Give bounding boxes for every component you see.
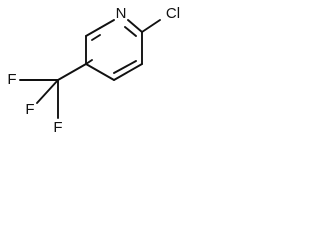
bond-c4-c3-b xyxy=(91,34,101,41)
atom-label-layer: N Cl F F F xyxy=(7,5,180,136)
bond-c4-c3-a xyxy=(85,27,101,37)
bond-c2-cl xyxy=(141,19,161,33)
bond-n-c2-b xyxy=(124,26,137,37)
atom-label-f-bottom-left: F xyxy=(25,101,34,118)
atom-label-cl: Cl xyxy=(166,5,180,22)
bond-c5-c5b xyxy=(85,59,93,65)
bond-c3-n xyxy=(99,19,115,29)
bond-c1-c6-a xyxy=(113,63,143,81)
chemical-structure: N Cl F F F xyxy=(7,5,180,136)
atom-label-f-bottom: F xyxy=(53,119,62,136)
bond-c5-cf3 xyxy=(57,63,87,81)
bond-layer xyxy=(19,19,161,119)
bond-n-c2-a xyxy=(127,19,143,33)
structure-canvas: N Cl F F F xyxy=(0,0,192,138)
atom-label-n: N xyxy=(116,5,127,22)
atom-label-f-left: F xyxy=(7,71,16,88)
bond-c6-c5 xyxy=(85,63,115,81)
bond-cf3-f-bottom-left xyxy=(36,79,59,104)
bond-c1-c6-b xyxy=(113,60,137,74)
